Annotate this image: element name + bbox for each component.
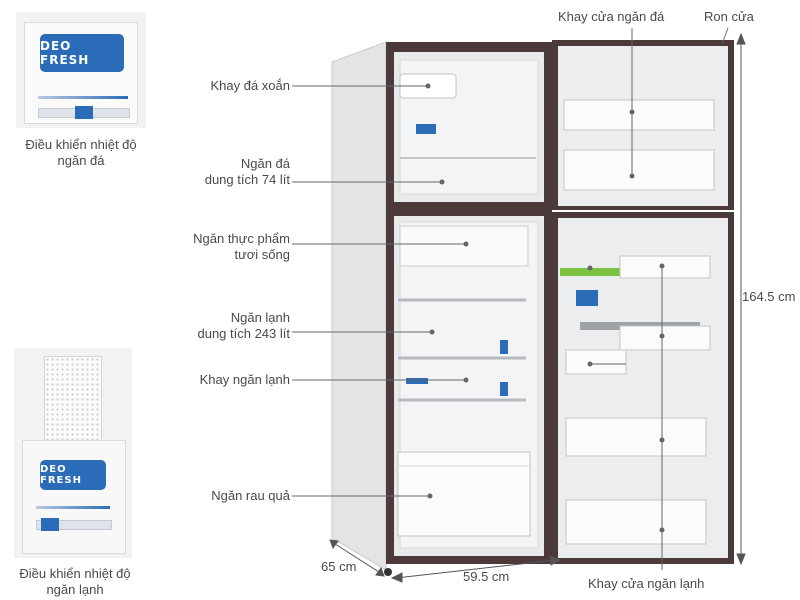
deo-fresh-badge: DEO FRESH <box>40 460 106 490</box>
freezer-door-tray <box>563 99 715 131</box>
deo-fresh-badge: DEO FRESH <box>40 34 124 72</box>
temperature-slider <box>38 106 130 119</box>
fridge-compartment-label: Ngăn lạnh dung tích 243 lít <box>197 310 290 341</box>
fridge-control-photo: DEO FRESH <box>14 348 132 558</box>
fridge-door-tray <box>619 255 711 279</box>
fridge-door-tray <box>565 417 707 457</box>
freezer-control-photo: DEO FRESH <box>16 12 146 128</box>
freezer-control-caption: Điều khiển nhiệt độ ngăn đá <box>25 137 137 168</box>
ice-twist-tray-label: Khay đá xoắn <box>210 78 290 93</box>
depth-dimension-line <box>331 541 383 575</box>
vegetable-drawer-label: Ngăn rau quả <box>211 488 290 503</box>
freezer-door-tray <box>563 149 715 191</box>
fridge-shelf-label: Khay ngăn lạnh <box>199 372 290 387</box>
fridge-side-panel <box>331 41 387 571</box>
fridge-door-tray-label: Khay cửa ngăn lạnh <box>588 576 705 591</box>
filter-grid <box>44 356 102 442</box>
height-dimension-label: 164.5 cm <box>742 289 796 304</box>
vegetable-drawer <box>397 451 531 537</box>
door-gasket-label: Ron cửa <box>704 9 754 24</box>
fridge-control-caption: Điều khiển nhiệt độ ngăn lạnh <box>19 566 131 597</box>
width-dimension-line <box>395 559 557 579</box>
fridge-door-tray <box>565 349 627 375</box>
fridge-door-tray <box>619 325 711 351</box>
depth-dimension-label: 65 cm <box>321 559 357 574</box>
fridge-door-tray <box>565 499 707 545</box>
freezer-door-tray-label: Khay cửa ngăn đá <box>558 9 665 24</box>
freezer-compartment-label: Ngăn đá dung tích 74 lít <box>204 156 290 187</box>
width-dimension-label: 59.5 cm <box>463 569 510 584</box>
fresh-food-compartment-label: Ngăn thực phẩm tươi sống <box>193 231 290 262</box>
temperature-slider <box>36 518 112 531</box>
